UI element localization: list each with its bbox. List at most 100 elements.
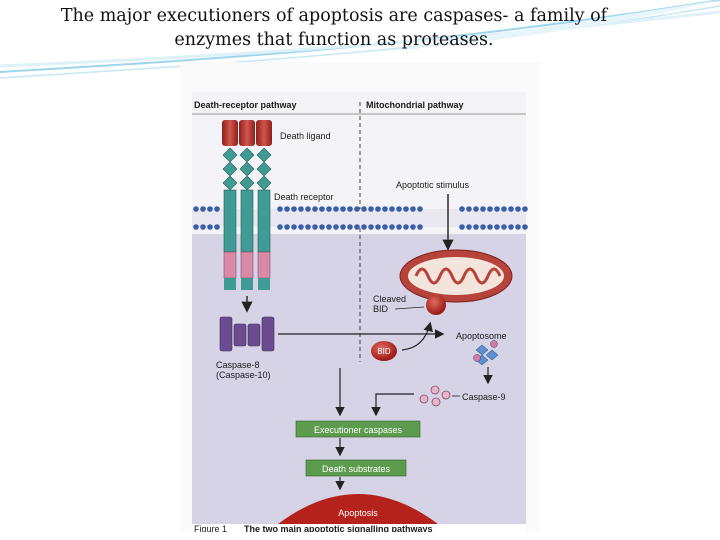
membrane-lipid-head bbox=[382, 206, 388, 212]
membrane-lipid-head bbox=[459, 206, 465, 212]
membrane-lipid-head bbox=[375, 224, 381, 230]
label-caspase-8: Caspase-8 bbox=[216, 360, 260, 370]
membrane-lipid-head bbox=[389, 224, 395, 230]
slide-title-line-1: The major executioners of apoptosis are … bbox=[60, 6, 608, 26]
membrane-lipid-head bbox=[326, 224, 332, 230]
membrane-lipid-head bbox=[403, 224, 409, 230]
membrane-lipid-head bbox=[284, 206, 290, 212]
membrane-lipid-head bbox=[214, 206, 220, 212]
membrane-lipid-head bbox=[361, 206, 367, 212]
slide-title-line-2: enzymes that function as proteases. bbox=[174, 30, 494, 50]
membrane-lipid-head bbox=[312, 224, 318, 230]
membrane-lipid-head bbox=[473, 224, 479, 230]
membrane-lipid-head bbox=[494, 206, 500, 212]
membrane-lipid-head bbox=[417, 224, 423, 230]
label-apoptosis: Apoptosis bbox=[338, 508, 378, 518]
label-bid: BID bbox=[377, 347, 391, 356]
membrane-lipid-head bbox=[410, 224, 416, 230]
arrow-bid-to-mitochondrion bbox=[401, 321, 433, 351]
apoptosis-pathways-figure: Death-receptor pathway Mitochondrial pat… bbox=[180, 62, 540, 534]
membrane-lipid-head bbox=[459, 224, 465, 230]
death-receptor bbox=[223, 189, 271, 290]
membrane-lipid-head bbox=[368, 206, 374, 212]
membrane-lipid-head bbox=[200, 206, 206, 212]
membrane-lipid-head bbox=[312, 206, 318, 212]
membrane-lipid-head bbox=[515, 224, 521, 230]
label-cleaved-bid-1: Cleaved bbox=[373, 294, 406, 304]
membrane-lipid-head bbox=[396, 224, 402, 230]
membrane-lipid-head bbox=[298, 224, 304, 230]
membrane-lipid-head bbox=[354, 224, 360, 230]
label-death-substrates: Death substrates bbox=[322, 464, 391, 474]
membrane-lipid-head bbox=[347, 206, 353, 212]
membrane-lipid-head bbox=[291, 224, 297, 230]
label-caspase-10: (Caspase-10) bbox=[216, 370, 271, 380]
membrane-lipid-head bbox=[389, 206, 395, 212]
caption-text: The two main apoptotic signalling pathwa… bbox=[244, 524, 433, 532]
mitochondrion bbox=[399, 249, 513, 303]
header-death-receptor-pathway: Death-receptor pathway bbox=[194, 100, 297, 110]
title-swoosh-decoration bbox=[0, 0, 720, 79]
membrane-lipid-head bbox=[319, 224, 325, 230]
membrane-lipid-head bbox=[193, 224, 199, 230]
label-death-receptor: Death receptor bbox=[274, 192, 334, 202]
membrane-lipid-head bbox=[480, 224, 486, 230]
membrane-lipid-head bbox=[368, 224, 374, 230]
membrane-lipid-head bbox=[326, 206, 332, 212]
membrane-lipid-head bbox=[501, 206, 507, 212]
membrane-lipid-head bbox=[522, 224, 528, 230]
membrane-lipid-head bbox=[508, 224, 514, 230]
bid: BID bbox=[371, 341, 397, 361]
membrane-lipid-head bbox=[284, 224, 290, 230]
label-executioner-caspases: Executioner caspases bbox=[314, 425, 403, 435]
membrane-lipid-head bbox=[340, 206, 346, 212]
membrane-lipid-head bbox=[298, 206, 304, 212]
label-cleaved-bid-2: BID bbox=[373, 304, 389, 314]
pathway-diagram: Death-receptor pathway Mitochondrial pat… bbox=[192, 92, 528, 534]
membrane-lipid-head bbox=[396, 206, 402, 212]
cleaved-bid-ball bbox=[426, 295, 446, 315]
membrane-lipid-head bbox=[417, 206, 423, 212]
label-death-ligand: Death ligand bbox=[280, 131, 331, 141]
membrane-lipid-head bbox=[200, 224, 206, 230]
membrane-lipid-head bbox=[214, 224, 220, 230]
membrane-lipid-head bbox=[487, 206, 493, 212]
membrane-lipid-head bbox=[207, 224, 213, 230]
membrane-lipid-head bbox=[319, 206, 325, 212]
membrane-lipid-head bbox=[305, 206, 311, 212]
membrane-lipid-head bbox=[361, 224, 367, 230]
membrane-lipid-head bbox=[347, 224, 353, 230]
membrane-lipid-head bbox=[207, 206, 213, 212]
label-apoptosome: Apoptosome bbox=[456, 331, 507, 341]
membrane-lipid-head bbox=[466, 206, 472, 212]
executioner-caspases-box bbox=[295, 420, 421, 438]
membrane-lipid-head bbox=[277, 224, 283, 230]
membrane-lipid-head bbox=[277, 206, 283, 212]
caspase-9 bbox=[419, 385, 451, 407]
membrane-lipid-head bbox=[403, 206, 409, 212]
label-apoptotic-stimulus: Apoptotic stimulus bbox=[396, 180, 470, 190]
membrane-lipid-head bbox=[487, 224, 493, 230]
membrane-lipid-head bbox=[480, 206, 486, 212]
slide-title: The major executioners of apoptosis are … bbox=[0, 4, 668, 52]
death-substrates-box bbox=[305, 459, 407, 477]
apoptosis-dome bbox=[278, 494, 438, 524]
membrane-lipid-head bbox=[193, 206, 199, 212]
receptor-binding-domains bbox=[222, 147, 272, 191]
cell-membrane bbox=[192, 206, 528, 230]
membrane-lipid-head bbox=[375, 206, 381, 212]
membrane-lipid-head bbox=[473, 206, 479, 212]
membrane-lipid-head bbox=[382, 224, 388, 230]
membrane-lipid-head bbox=[494, 224, 500, 230]
apoptosome bbox=[473, 340, 499, 366]
membrane-lipid-head bbox=[340, 224, 346, 230]
membrane-lipid-head bbox=[410, 206, 416, 212]
cleaved-bid-pointer bbox=[394, 306, 425, 310]
membrane-lipid-head bbox=[354, 206, 360, 212]
membrane-lipid-head bbox=[508, 206, 514, 212]
membrane-lipid-head bbox=[333, 224, 339, 230]
membrane-lipid-head bbox=[291, 206, 297, 212]
membrane-lipid-head bbox=[305, 224, 311, 230]
caption-strip bbox=[192, 524, 526, 532]
death-ligand bbox=[222, 120, 272, 146]
